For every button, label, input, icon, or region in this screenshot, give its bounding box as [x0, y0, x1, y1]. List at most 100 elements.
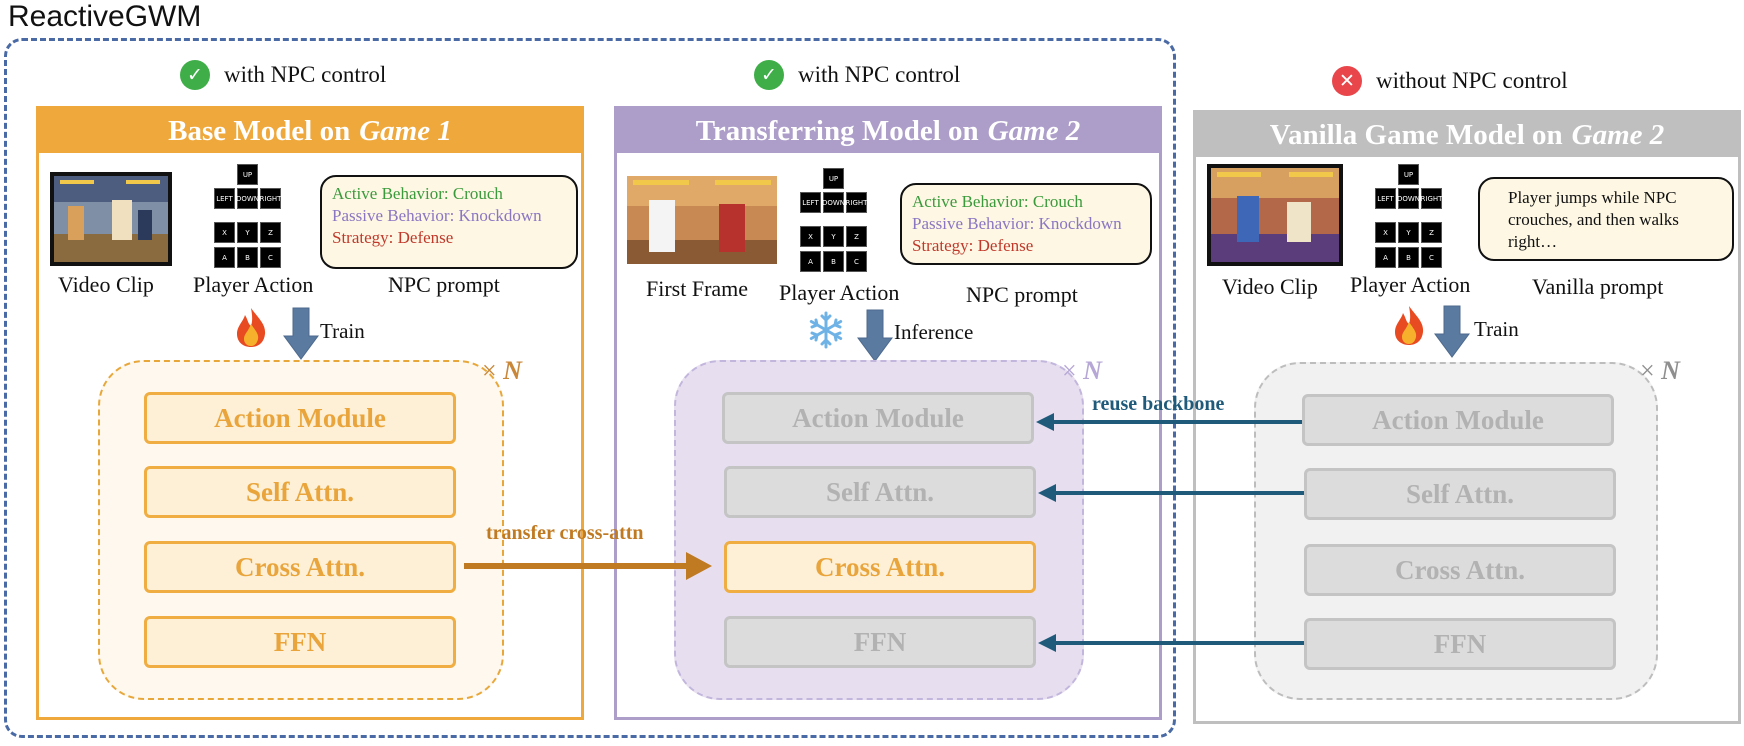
- key-z: Z: [260, 222, 281, 243]
- status-text: with NPC control: [224, 62, 387, 87]
- block-action-module: Action Module: [144, 392, 456, 444]
- status-text: with NPC control: [798, 62, 961, 87]
- snowflake-icon: [806, 310, 846, 355]
- prompt-strategy: Strategy: Defense: [912, 236, 1034, 255]
- panel-header: Transferring Model on Game 2: [617, 109, 1159, 153]
- reuse-backbone-label: reuse backbone: [1092, 393, 1225, 415]
- game-screenshot-image: [1211, 168, 1339, 262]
- block-self-attn: Self Attn.: [1304, 468, 1616, 520]
- key-a: A: [800, 251, 821, 272]
- input-label: First Frame: [646, 276, 749, 301]
- key-right: RIGHT: [846, 192, 867, 213]
- game-screenshot-image: [627, 176, 777, 264]
- panel-game: Game 2: [1571, 118, 1665, 151]
- prompt-active-behavior: Active Behavior: Crouch: [332, 184, 503, 203]
- status-with-npc-2: ✓ with NPC control: [754, 60, 960, 90]
- reuse-arrow-ffn: [1038, 634, 1304, 652]
- key-y: Y: [823, 226, 844, 247]
- transfer-arrow: [464, 552, 712, 580]
- key-right: RIGHT: [260, 188, 281, 209]
- phase-label: Train: [320, 319, 365, 343]
- block-ffn: FFN: [1304, 618, 1616, 670]
- key-up: UP: [823, 168, 844, 189]
- key-left: LEFT: [800, 192, 821, 213]
- diagram-title: ReactiveGWM: [8, 0, 202, 33]
- panel-header: Vanilla Game Model on Game 2: [1196, 113, 1738, 157]
- key-left: LEFT: [214, 188, 235, 209]
- key-down: DOWN: [236, 188, 259, 209]
- status-without-npc: ✕ without NPC control: [1332, 66, 1568, 96]
- key-right: RIGHT: [1421, 188, 1442, 209]
- key-left: LEFT: [1375, 188, 1396, 209]
- prompt-label: NPC prompt: [966, 282, 1078, 307]
- vanilla-prompt-box: Player jumps while NPC crouches, and the…: [1478, 177, 1734, 261]
- reuse-arrow-self-attn: [1038, 484, 1304, 502]
- input-label: Video Clip: [1222, 274, 1318, 299]
- prompt-passive-behavior: Passive Behavior: Knockdown: [912, 214, 1122, 233]
- panel-title: Vanilla Game Model on: [1269, 118, 1563, 151]
- key-down: DOWN: [822, 192, 845, 213]
- video-clip-thumbnail: [1207, 164, 1343, 266]
- key-x: X: [214, 222, 235, 243]
- key-x: X: [1375, 222, 1396, 243]
- cross-circle-icon: ✕: [1332, 66, 1362, 96]
- block-action-module: Action Module: [722, 392, 1034, 444]
- stack-multiplier: × N: [1640, 356, 1680, 385]
- prompt-label: Vanilla prompt: [1532, 274, 1664, 299]
- panel-game: Game 1: [359, 114, 452, 147]
- panel-base-model: Base Model on Game 1: [36, 106, 584, 720]
- key-c: C: [1421, 247, 1442, 268]
- block-cross-attn: Cross Attn.: [1304, 544, 1616, 596]
- action-label: Player Action: [1350, 272, 1471, 297]
- panel-title: Transferring Model on: [695, 114, 979, 147]
- fire-icon: [232, 306, 270, 353]
- key-b: B: [1398, 247, 1419, 268]
- key-a: A: [1375, 247, 1396, 268]
- block-self-attn: Self Attn.: [724, 466, 1036, 518]
- panel-title: Base Model on: [168, 114, 351, 147]
- down-arrow: [283, 307, 319, 360]
- key-up: UP: [237, 164, 258, 185]
- block-ffn: FFN: [144, 616, 456, 668]
- fire-icon: [1390, 304, 1428, 351]
- npc-prompt-box: Active Behavior: Crouch Passive Behavior…: [320, 175, 578, 269]
- down-arrow: [1434, 305, 1470, 358]
- stack-multiplier: × N: [482, 356, 522, 385]
- status-text: without NPC control: [1376, 68, 1568, 93]
- stack-multiplier: × N: [1062, 356, 1102, 385]
- block-cross-attn: Cross Attn.: [724, 541, 1036, 593]
- panel-header: Base Model on Game 1: [39, 109, 581, 153]
- panel-vanilla-model: Vanilla Game Model on Game 2: [1193, 110, 1741, 724]
- key-y: Y: [237, 222, 258, 243]
- prompt-passive-behavior: Passive Behavior: Knockdown: [332, 206, 542, 225]
- video-clip-thumbnail: [50, 172, 172, 266]
- key-x: X: [800, 226, 821, 247]
- check-circle-icon: ✓: [754, 60, 784, 90]
- transfer-cross-attn-label: transfer cross-attn: [486, 522, 644, 544]
- check-circle-icon: ✓: [180, 60, 210, 90]
- game-screenshot-image: [54, 176, 168, 262]
- npc-prompt-box: Active Behavior: Crouch Passive Behavior…: [900, 183, 1152, 265]
- key-down: DOWN: [1397, 188, 1420, 209]
- status-with-npc-1: ✓ with NPC control: [180, 60, 386, 90]
- panel-game: Game 2: [987, 114, 1081, 147]
- block-ffn: FFN: [724, 616, 1036, 668]
- prompt-label: NPC prompt: [388, 272, 500, 297]
- down-arrow: [857, 309, 893, 362]
- reuse-arrow-action: [1036, 413, 1302, 431]
- key-b: B: [823, 251, 844, 272]
- phase-label: Inference: [894, 320, 974, 344]
- action-label: Player Action: [779, 280, 900, 305]
- panel-transferring-model: Transferring Model on Game 2: [614, 106, 1162, 720]
- block-self-attn: Self Attn.: [144, 466, 456, 518]
- prompt-strategy: Strategy: Defense: [332, 228, 454, 247]
- key-b: B: [237, 247, 258, 268]
- prompt-text: Player jumps while NPC crouches, and the…: [1508, 188, 1679, 251]
- key-y: Y: [1398, 222, 1419, 243]
- first-frame-thumbnail: [627, 176, 777, 264]
- action-label: Player Action: [193, 272, 314, 297]
- key-c: C: [260, 247, 281, 268]
- block-action-module: Action Module: [1302, 394, 1614, 446]
